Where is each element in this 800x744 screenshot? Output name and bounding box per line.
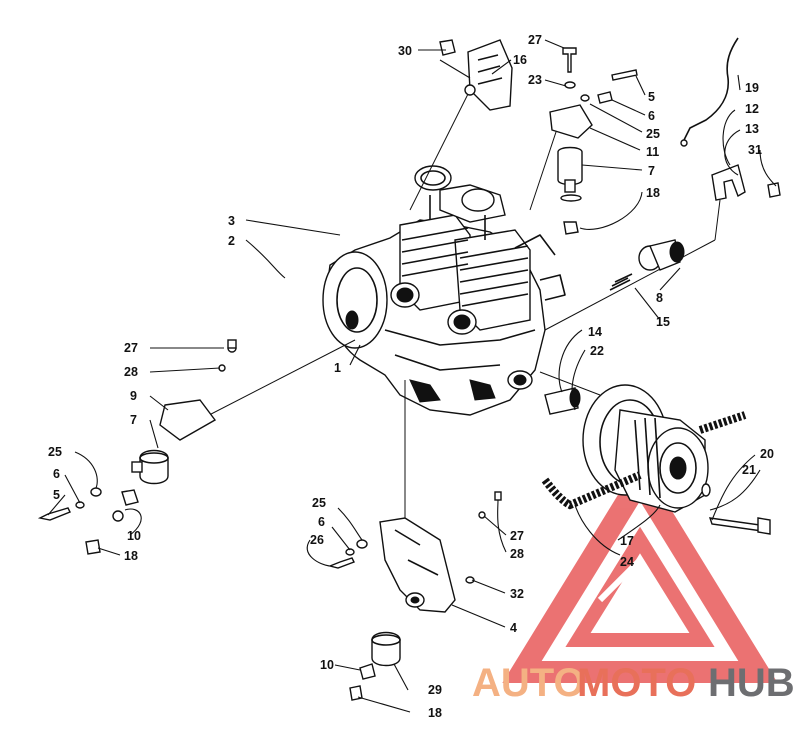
callout-3: 3	[228, 214, 235, 228]
drive-clutch	[544, 384, 771, 535]
callout-6: 6	[648, 109, 655, 123]
driveshaft-spacer	[609, 239, 685, 291]
callout-25: 25	[646, 127, 660, 141]
callout-32: 32	[510, 587, 524, 601]
callout-22: 22	[590, 344, 604, 358]
watermark-text: AUTO MOTO HUB	[472, 661, 795, 705]
spring-wire	[680, 37, 739, 147]
bottom-rubber-mount	[349, 631, 401, 701]
callout-6: 6	[318, 515, 325, 529]
callout-17: 17	[620, 534, 634, 548]
callout-10: 10	[320, 658, 334, 672]
callout-27: 27	[528, 33, 542, 47]
callout-13: 13	[745, 122, 759, 136]
callout-labels: 30 16 27 23 5 6 25 11 7 18 19 12 13 31 3…	[48, 33, 774, 720]
callout-28: 28	[510, 547, 524, 561]
watermark-moto: MOTO	[577, 661, 696, 705]
callout-19: 19	[745, 81, 759, 95]
callout-18: 18	[428, 706, 442, 720]
callout-25: 25	[312, 496, 326, 510]
watermark-hub: HUB	[708, 661, 795, 705]
callout-18: 18	[124, 549, 138, 563]
callout-26: 26	[310, 533, 324, 547]
left-rubber-mount	[37, 449, 169, 555]
callout-23: 23	[528, 73, 542, 87]
callout-24: 24	[620, 555, 634, 569]
callout-31: 31	[748, 143, 762, 157]
top-bolt-stack	[549, 47, 638, 235]
callout-10: 10	[127, 529, 141, 543]
callout-1: 1	[334, 361, 341, 375]
left-mount-plate	[159, 339, 237, 441]
callout-2: 2	[228, 234, 235, 248]
callout-12: 12	[745, 102, 759, 116]
callout-20: 20	[760, 447, 774, 461]
callout-7: 7	[648, 164, 655, 178]
callout-25: 25	[48, 445, 62, 459]
callout-4: 4	[510, 621, 517, 635]
callout-7: 7	[130, 413, 137, 427]
drive-belt	[541, 411, 747, 510]
watermark-auto: AUTO	[472, 661, 585, 705]
callout-21: 21	[742, 463, 756, 477]
leader-lines	[47, 39, 777, 713]
callout-27: 27	[124, 341, 138, 355]
callout-6: 6	[53, 467, 60, 481]
callout-5: 5	[648, 90, 655, 104]
callout-14: 14	[588, 325, 602, 339]
callout-16: 16	[513, 53, 527, 67]
callout-8: 8	[656, 291, 663, 305]
engine-block	[322, 165, 566, 416]
bottom-mount-bracket	[327, 491, 502, 613]
callout-15: 15	[656, 315, 670, 329]
callout-28: 28	[124, 365, 138, 379]
watermark-logo	[502, 458, 778, 683]
callout-11: 11	[646, 145, 659, 159]
callout-5: 5	[53, 488, 60, 502]
top-mount-bracket	[439, 39, 513, 111]
callout-27: 27	[510, 529, 524, 543]
shift-fork	[711, 164, 781, 201]
callout-30: 30	[398, 44, 412, 58]
callout-9: 9	[130, 389, 137, 403]
callout-29: 29	[428, 683, 442, 697]
callout-18: 18	[646, 186, 660, 200]
